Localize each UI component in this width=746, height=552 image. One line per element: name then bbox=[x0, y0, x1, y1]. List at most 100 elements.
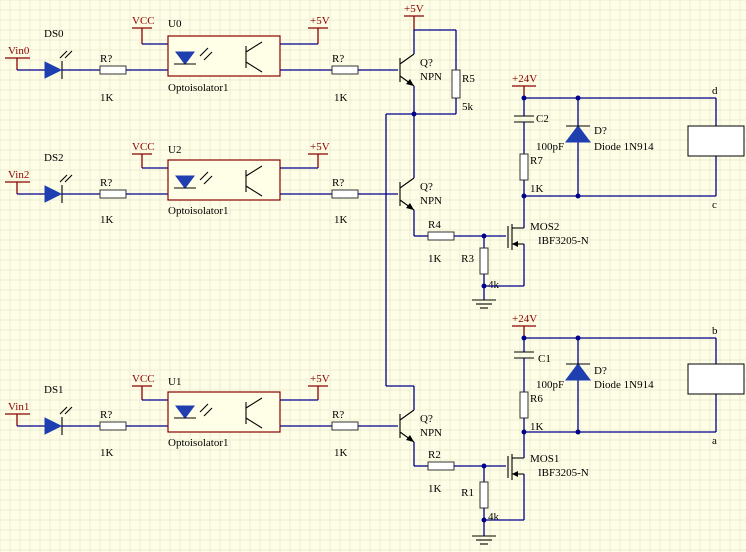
channel-1: Vin1 DS1 R? 1K VCC U1 bbox=[5, 373, 589, 545]
power-5v-u0: +5V bbox=[280, 15, 330, 45]
channel-2: Vin2 DS2 R? 1K VCC U2 bbox=[5, 141, 589, 309]
power-vcc-u0: VCC bbox=[132, 15, 168, 45]
svg-text:Optoisolator1: Optoisolator1 bbox=[168, 437, 229, 449]
svg-text:+5V: +5V bbox=[404, 3, 424, 15]
svg-text:Diode 1N914: Diode 1N914 bbox=[594, 141, 654, 153]
svg-text:DS0: DS0 bbox=[44, 28, 64, 40]
resistor-r-u1[interactable]: R? 1K bbox=[331, 409, 359, 459]
svg-text:C1: C1 bbox=[538, 353, 551, 365]
resistor-r-ds1[interactable]: R? 1K bbox=[99, 409, 127, 459]
svg-text:R?: R? bbox=[332, 177, 344, 189]
svg-text:b: b bbox=[712, 325, 718, 337]
svg-text:a: a bbox=[712, 435, 717, 447]
ground-mos1 bbox=[472, 535, 496, 545]
ground-mos2 bbox=[472, 299, 496, 309]
svg-text:R?: R? bbox=[100, 53, 112, 65]
vin0-port[interactable]: Vin0 bbox=[5, 45, 30, 70]
svg-text:1K: 1K bbox=[428, 253, 442, 265]
transistor-q-bottom[interactable]: Q? NPN bbox=[399, 409, 442, 443]
svg-text:Diode 1N914: Diode 1N914 bbox=[594, 379, 654, 391]
resistor-r6[interactable]: R6 1K bbox=[519, 391, 544, 433]
svg-text:IBF3205-N: IBF3205-N bbox=[538, 467, 589, 479]
svg-text:NPN: NPN bbox=[420, 427, 442, 439]
vin2-port[interactable]: Vin2 bbox=[5, 169, 30, 194]
svg-text:Q?: Q? bbox=[420, 57, 433, 69]
svg-text:R?: R? bbox=[332, 409, 344, 421]
transistor-q-middle[interactable]: Q? NPN bbox=[399, 177, 442, 211]
svg-text:VCC: VCC bbox=[132, 373, 155, 385]
svg-text:R4: R4 bbox=[428, 219, 441, 231]
channel-0: Vin0 DS0 R? 1K VCC U0 bbox=[5, 15, 442, 104]
optoisolator-u1[interactable]: U1 Optoisolator1 bbox=[167, 376, 281, 449]
mosfet-mos1[interactable]: MOS1 IBF3205-N bbox=[481, 432, 589, 523]
svg-text:IBF3205-N: IBF3205-N bbox=[538, 235, 589, 247]
svg-text:c: c bbox=[712, 199, 717, 211]
resistor-r5[interactable]: R5 5k bbox=[451, 69, 475, 113]
resistor-r-u0[interactable]: R? 1K bbox=[331, 53, 359, 104]
svg-text:D?: D? bbox=[594, 365, 607, 377]
svg-text:VCC: VCC bbox=[132, 141, 155, 153]
capacitor-c2[interactable]: C2 100pF bbox=[514, 113, 564, 153]
diode-lower[interactable]: D? Diode 1N914 bbox=[565, 363, 654, 391]
svg-text:R?: R? bbox=[332, 53, 344, 65]
svg-text:R7: R7 bbox=[530, 155, 543, 167]
svg-text:d: d bbox=[712, 85, 718, 97]
optoisolator-u2[interactable]: U2 Optoisolator1 bbox=[167, 144, 281, 217]
resistor-r-ds2[interactable]: R? 1K bbox=[99, 177, 127, 226]
power-24v-upper: +24V bbox=[512, 73, 537, 98]
svg-text:1K: 1K bbox=[100, 92, 114, 104]
svg-text:R?: R? bbox=[100, 409, 112, 421]
svg-text:MOS2: MOS2 bbox=[530, 221, 559, 233]
svg-text:1K: 1K bbox=[530, 421, 544, 433]
vin1-port[interactable]: Vin1 bbox=[5, 401, 30, 426]
power-vcc-u1: VCC bbox=[132, 373, 168, 401]
relay-coil-upper[interactable] bbox=[687, 125, 745, 157]
transistor-q-top[interactable]: Q? NPN bbox=[399, 53, 442, 87]
svg-text:+24V: +24V bbox=[512, 73, 537, 85]
capacitor-c1[interactable]: C1 100pF bbox=[514, 351, 564, 391]
led-ds2[interactable]: DS2 bbox=[44, 152, 73, 203]
svg-text:R5: R5 bbox=[462, 73, 475, 85]
relay-coil-lower[interactable] bbox=[687, 363, 745, 395]
svg-text:U1: U1 bbox=[168, 376, 181, 388]
svg-text:NPN: NPN bbox=[420, 71, 442, 83]
svg-text:Vin0: Vin0 bbox=[8, 45, 30, 57]
svg-text:U2: U2 bbox=[168, 144, 181, 156]
svg-text:VCC: VCC bbox=[132, 15, 155, 27]
svg-text:R3: R3 bbox=[461, 253, 474, 265]
power-vcc-u2: VCC bbox=[132, 141, 168, 169]
svg-text:C2: C2 bbox=[536, 113, 549, 125]
resistor-r2[interactable]: R2 1K bbox=[427, 449, 455, 495]
svg-text:+5V: +5V bbox=[310, 141, 330, 153]
svg-text:DS1: DS1 bbox=[44, 384, 64, 396]
led-ds0[interactable]: DS0 bbox=[44, 28, 73, 79]
svg-text:5k: 5k bbox=[462, 101, 474, 113]
svg-text:Vin1: Vin1 bbox=[8, 401, 29, 413]
svg-text:Q?: Q? bbox=[420, 181, 433, 193]
resistor-r7[interactable]: R7 1K bbox=[519, 153, 544, 195]
power-24v-lower: +24V bbox=[512, 313, 537, 338]
svg-text:4k: 4k bbox=[488, 511, 500, 523]
power-5v-u1: +5V bbox=[280, 373, 330, 401]
svg-text:Vin2: Vin2 bbox=[8, 169, 29, 181]
svg-text:100pF: 100pF bbox=[536, 379, 564, 391]
power-5v-u2: +5V bbox=[280, 141, 330, 169]
svg-text:1K: 1K bbox=[100, 214, 114, 226]
svg-text:+5V: +5V bbox=[310, 373, 330, 385]
svg-text:1K: 1K bbox=[100, 447, 114, 459]
diode-upper[interactable]: D? Diode 1N914 bbox=[565, 125, 654, 153]
relay-section-upper: +24V C2 100pF R7 1K D? Diode 1N914 bbox=[512, 73, 745, 211]
svg-text:NPN: NPN bbox=[420, 195, 442, 207]
svg-text:D?: D? bbox=[594, 125, 607, 137]
svg-text:1K: 1K bbox=[530, 183, 544, 195]
svg-text:1K: 1K bbox=[334, 92, 348, 104]
resistor-r1[interactable]: R1 4k bbox=[461, 481, 500, 523]
svg-text:100pF: 100pF bbox=[536, 141, 564, 153]
svg-text:MOS1: MOS1 bbox=[530, 453, 559, 465]
resistor-r-ds0[interactable]: R? 1K bbox=[99, 53, 127, 104]
optoisolator-u0[interactable]: U0 Optoisolator1 bbox=[167, 18, 281, 94]
mosfet-mos2[interactable]: MOS2 IBF3205-N bbox=[481, 196, 589, 289]
svg-text:R1: R1 bbox=[461, 487, 474, 499]
resistor-r-u2[interactable]: R? 1K bbox=[331, 177, 359, 226]
